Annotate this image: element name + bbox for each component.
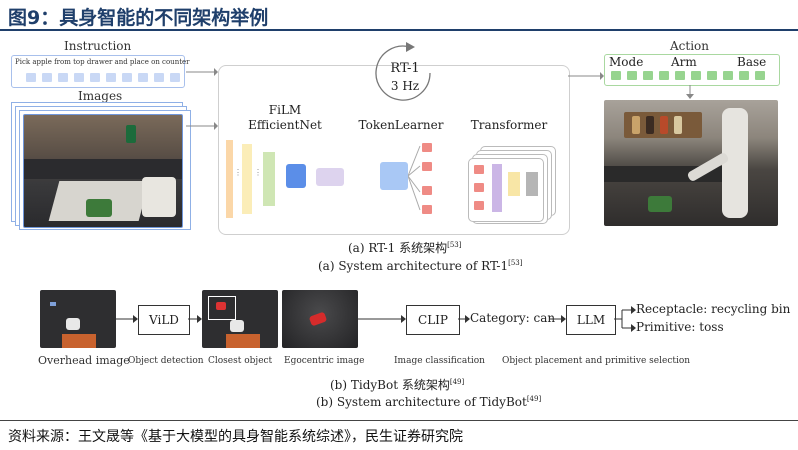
instruction-box: Pick apple from top drawer and place on … — [11, 55, 185, 88]
rt1-caption-en: (a) System architecture of RT-1[53] — [318, 259, 522, 273]
efficientnet-label: EfficientNet — [240, 118, 330, 132]
footer-rule — [0, 420, 798, 421]
instruction-label: Instruction — [64, 39, 131, 53]
page-title: 图9：具身智能的不同架构举例 — [8, 3, 268, 30]
rt1-caption-zh: (a) RT-1 系统架构[53] — [348, 239, 462, 256]
egocentric-image-label: Egocentric image — [284, 356, 364, 366]
egocentric-image — [282, 290, 358, 348]
input-arrows — [186, 62, 218, 142]
receptacle-label: Receptacle: recycling bin — [636, 302, 790, 316]
object-placement-label: Object placement and primitive selection — [502, 356, 690, 366]
arrow-clip-to-category — [458, 314, 470, 324]
action-mode-label: Mode — [609, 55, 643, 69]
title-rule — [0, 29, 798, 31]
closest-object-image — [202, 290, 278, 348]
category-label: Category: can — [470, 311, 555, 325]
film-label: FiLM — [240, 103, 330, 117]
source-text: 资料来源：王文晟等《基于大模型的具身智能系统综述》，民生证券研究院 — [8, 426, 463, 446]
overhead-image — [40, 290, 116, 348]
tidybot-caption-en: (b) System architecture of TidyBot[49] — [316, 395, 541, 409]
tidybot-caption-zh: (b) TidyBot 系统架构[49] — [330, 376, 464, 393]
primitive-label: Primitive: toss — [636, 320, 724, 334]
action-base-label: Base — [737, 55, 766, 69]
action-label: Action — [670, 39, 709, 53]
robot-action-image — [604, 100, 778, 226]
image-classification-label: Image classification — [394, 356, 485, 366]
images-label: Images — [78, 89, 122, 103]
action-box: Mode Arm Base — [604, 54, 780, 86]
overhead-image-label: Overhead image — [38, 354, 130, 367]
object-detection-label: Object detection — [128, 356, 204, 366]
vild-box: ViLD — [138, 305, 190, 335]
closest-object-label: Closest object — [208, 356, 272, 366]
action-down-arrow — [685, 85, 695, 99]
arrow-ego-to-clip — [358, 314, 406, 324]
arrow-category-to-llm — [550, 314, 566, 324]
model-name: RT-1 — [372, 61, 438, 76]
tokenlearner-label: TokenLearner — [356, 118, 446, 132]
model-rate: 3 Hz — [372, 79, 438, 93]
clip-box: CLIP — [406, 305, 460, 335]
llm-box: LLM — [566, 305, 616, 335]
arrow-overhead-to-vild — [116, 314, 138, 324]
transformer-label: Transformer — [464, 118, 554, 132]
output-arrow — [568, 66, 604, 86]
instruction-text: Pick apple from top drawer and place on … — [15, 58, 190, 66]
arrow-vild-to-closest — [188, 314, 202, 324]
robot-camera-image — [23, 114, 183, 228]
arrows-llm-to-outputs — [614, 304, 636, 334]
action-arm-label: Arm — [671, 55, 697, 69]
